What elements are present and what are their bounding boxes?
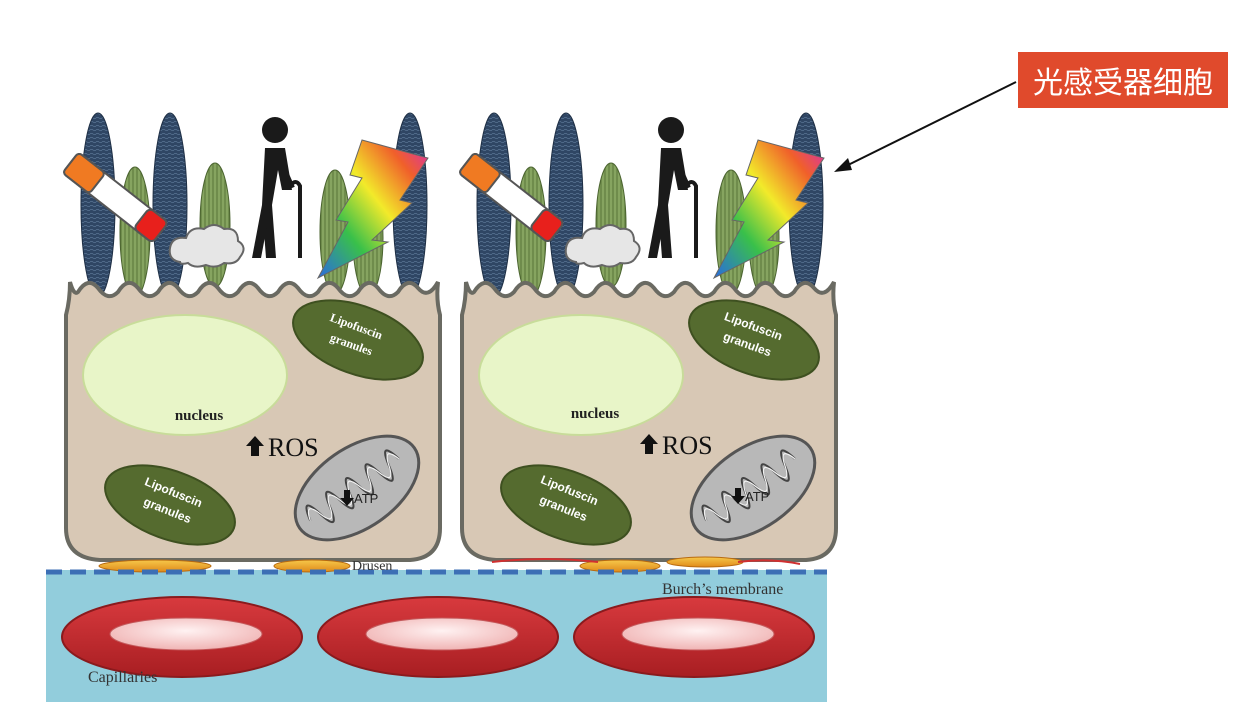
- nucleus-label: nucleus: [571, 406, 620, 422]
- ros-label: ROS: [662, 431, 713, 460]
- atp-label: ATP: [745, 489, 769, 504]
- bruchs-membrane-label: Burch’s membrane: [662, 581, 783, 598]
- capillary-vessel: [317, 596, 559, 678]
- drusen-label: Drusen: [352, 559, 392, 574]
- up-arrow-icon: [246, 436, 264, 456]
- nucleus-label: nucleus: [175, 408, 224, 424]
- up-arrow-icon: [640, 434, 658, 454]
- down-arrow-icon: [340, 490, 354, 506]
- callout-arrow: [841, 81, 1017, 169]
- rpe-cell-left: [63, 113, 440, 561]
- down-arrow-icon: [731, 488, 745, 504]
- capillary-vessel: [573, 596, 815, 678]
- capillaries-label: Capillaries: [88, 669, 157, 686]
- drusen-deposits: [98, 556, 744, 573]
- ros-label: ROS: [268, 433, 319, 462]
- callout-arrowhead: [834, 158, 852, 172]
- capillary-vessel: [61, 596, 303, 678]
- atp-label: ATP: [354, 491, 378, 506]
- photoreceptor-callout-label: 光感受器细胞: [1018, 52, 1228, 108]
